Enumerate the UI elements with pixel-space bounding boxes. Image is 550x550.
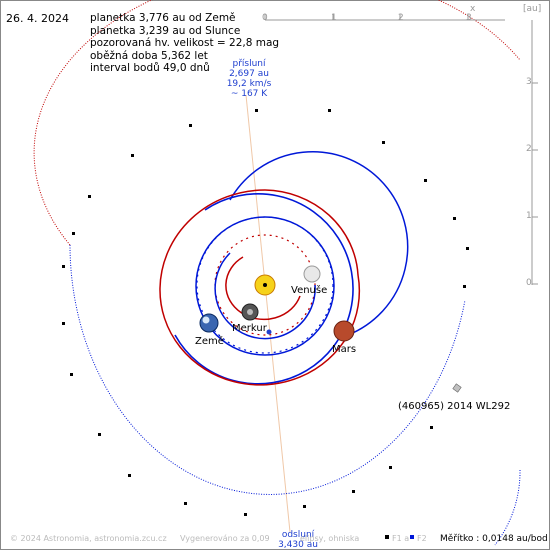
- footer-copyright: © 2024 Astronomia, astronomia.zcu.cz: [10, 534, 167, 543]
- perihelion-distance: 2,697 au: [229, 69, 269, 79]
- orbit-point: [255, 109, 258, 112]
- mercury-orbit: [225, 256, 301, 321]
- orbit-point: [430, 426, 433, 429]
- orbit-point: [244, 513, 247, 516]
- date-label: 26. 4. 2024: [6, 12, 69, 25]
- unit-label: [au]: [523, 4, 542, 14]
- legend-f2-square: [410, 535, 414, 539]
- legend-f1-square: [385, 535, 389, 539]
- aphelion-title: odsluní: [281, 530, 315, 540]
- earth-orbit-outer: [174, 193, 354, 385]
- asteroid-marker: [452, 383, 462, 393]
- footer-f2: F2: [417, 534, 427, 543]
- x-tick-3: 3: [466, 13, 472, 23]
- perihelion-temperature: ~ 167 K: [230, 89, 268, 99]
- orbit-point: [389, 466, 392, 469]
- info-period: oběžná doba 5,362 let: [90, 49, 208, 62]
- orbit-point: [189, 124, 192, 127]
- earth-cloud: [202, 316, 210, 324]
- y-tick-1: 1: [526, 211, 532, 221]
- orbit-point: [98, 433, 101, 436]
- x-tick-0: 0: [262, 13, 268, 23]
- perihelion-label: přísluní 2,697 au 19,2 km/s ~ 167 K: [214, 59, 284, 99]
- footer-f1: F1 a: [392, 534, 410, 543]
- footer-generated: Vygenerováno za 0,09: [180, 534, 270, 543]
- scale-label: Měřítko : 0,0148 au/bod: [440, 534, 548, 544]
- apsis-line: [245, 94, 291, 533]
- orbit-point: [463, 285, 466, 288]
- orbit-point: [62, 265, 65, 268]
- x-tick-1: 1: [331, 13, 337, 23]
- x-tick-2: 2: [398, 13, 404, 23]
- asteroid-orbit-points: [62, 109, 469, 516]
- earth-label: Země: [195, 336, 224, 347]
- orbit-point: [352, 490, 355, 493]
- mars-planet: [333, 320, 355, 342]
- orbit-point: [466, 247, 469, 250]
- axes: [264, 14, 538, 285]
- x-axis-label: x: [470, 4, 476, 14]
- perihelion-title: přísluní: [232, 59, 266, 69]
- orbit-point: [424, 179, 427, 182]
- info-interval: interval bodů 49,0 dnů: [90, 62, 210, 74]
- info-earth-distance: planetka 3,776 au od Země: [90, 12, 236, 24]
- asteroid-label: (460965) 2014 WL292: [398, 401, 511, 412]
- orbit-point: [328, 109, 331, 112]
- orbit-point: [453, 217, 456, 220]
- orbit-point: [382, 141, 385, 144]
- mars-orbit: [159, 189, 361, 386]
- mars-label: Mars: [332, 344, 357, 355]
- earth-orbit-arc: [229, 151, 409, 336]
- mercury-highlight: [247, 309, 253, 315]
- sun-focus: [263, 283, 267, 287]
- orbit-point: [62, 322, 65, 325]
- y-tick-0: 0: [526, 278, 532, 288]
- venus-label: Venuše: [291, 285, 328, 296]
- venus-orbit: [214, 252, 316, 340]
- earth-planet: [199, 313, 219, 333]
- aphelion-distance: 3,430 au: [278, 540, 318, 550]
- orbit-point: [131, 154, 134, 157]
- orbit-point: [184, 502, 187, 505]
- info-magnitude: pozorovaná hv. velikost = 22,8 mag: [90, 37, 280, 49]
- aphelion-label: odsluní 3,430 au: [268, 530, 328, 550]
- info-sun-distance: planetka 3,239 au od Slunce: [90, 24, 241, 37]
- y-tick-3: 3: [526, 77, 532, 87]
- orbit-point: [88, 195, 91, 198]
- orbit-point: [70, 373, 73, 376]
- orbit-point: [303, 505, 306, 508]
- y-tick-2: 2: [526, 144, 532, 154]
- earth-marker: [266, 329, 272, 335]
- mercury-label: Merkur: [232, 323, 267, 334]
- orbit-point: [72, 232, 75, 235]
- perihelion-speed: 19,2 km/s: [226, 79, 272, 89]
- footer-legend-text: elipsy, ohniska: [300, 534, 360, 543]
- orbit-point: [128, 474, 131, 477]
- offscreen-orbit-arc: [494, 469, 521, 546]
- earth-orbit: [195, 216, 335, 356]
- venus-planet: [303, 265, 321, 283]
- info-panel: planetka 3,776 au od Země planetka 3,239…: [90, 12, 279, 75]
